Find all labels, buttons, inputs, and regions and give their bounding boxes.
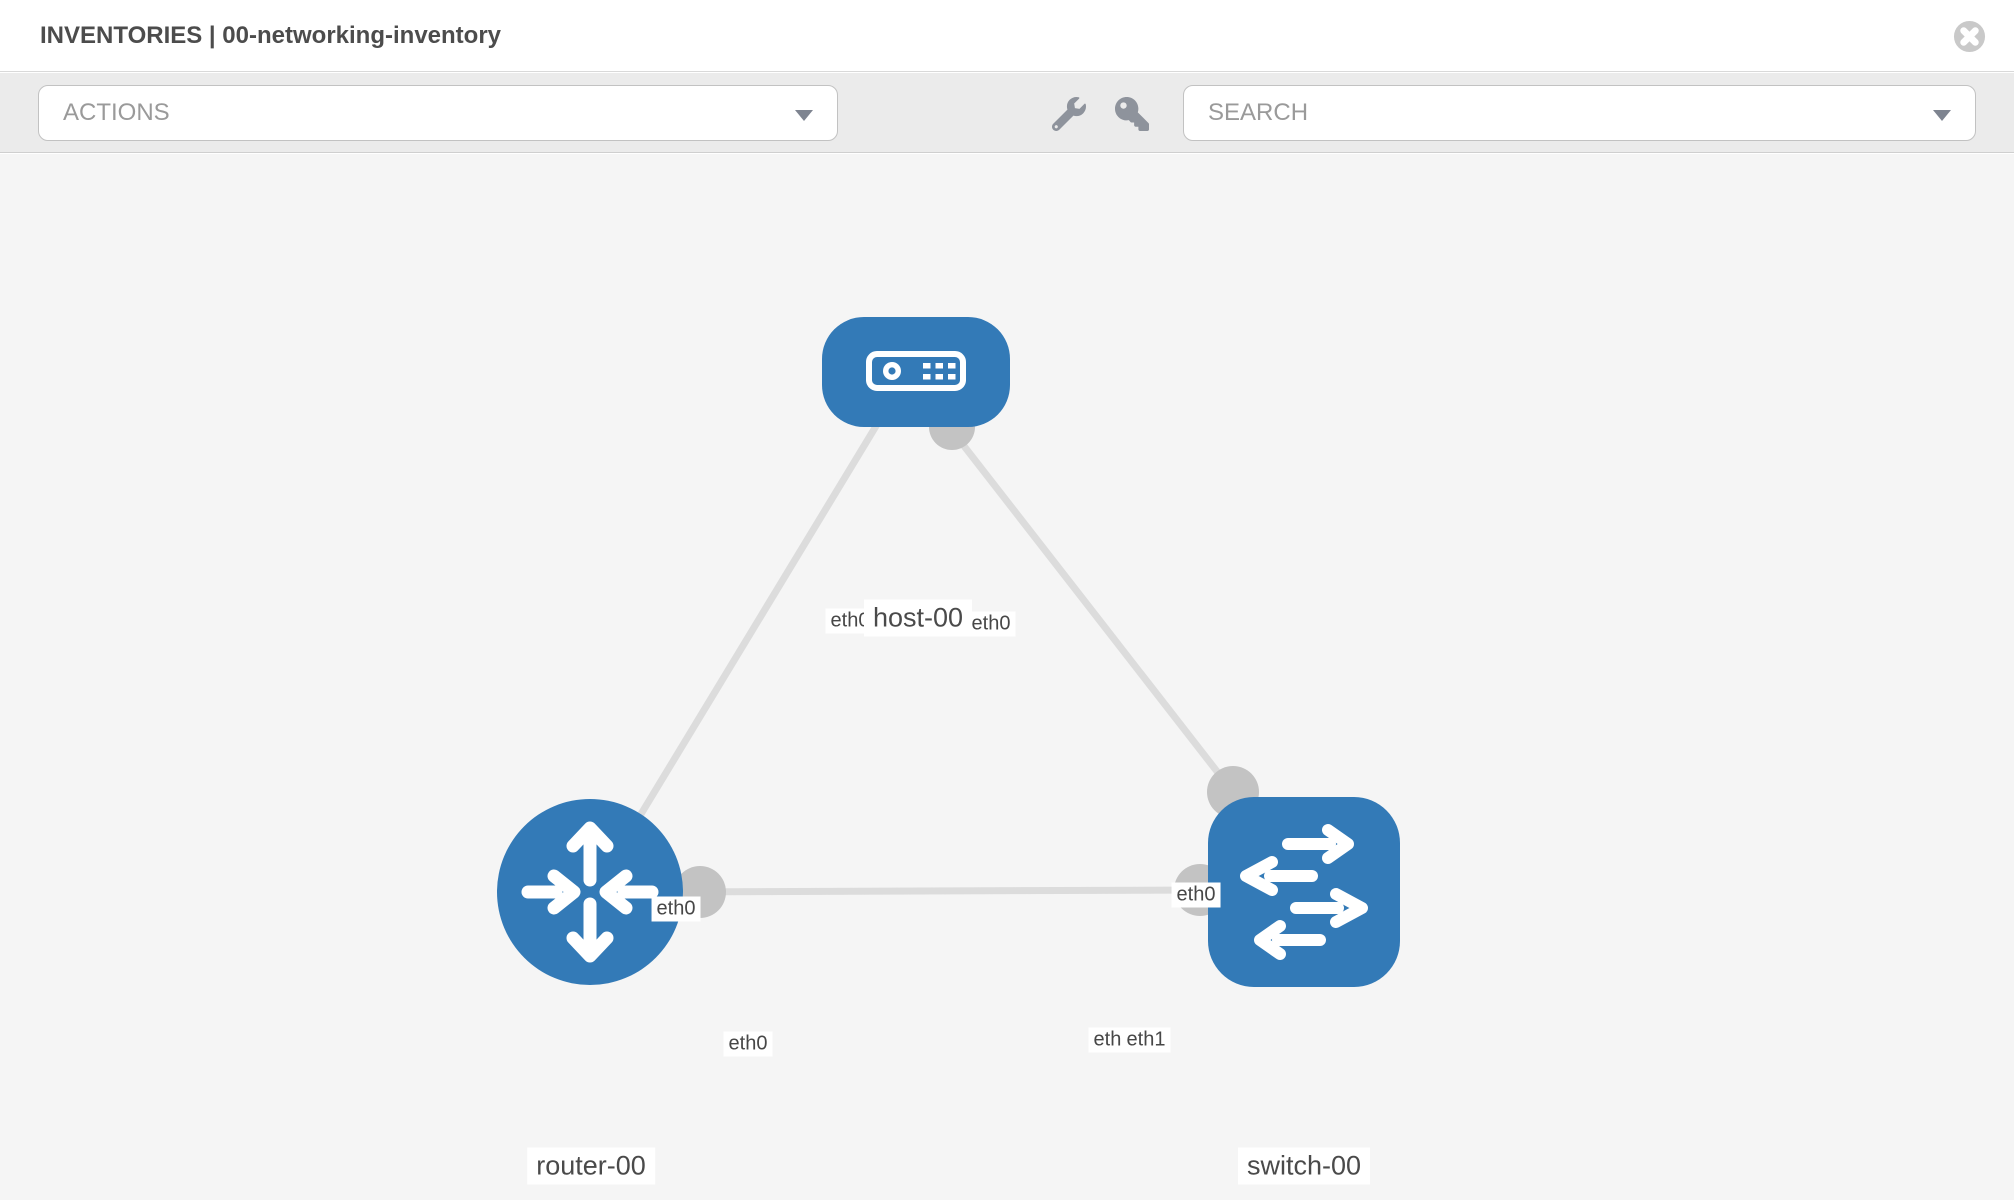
search-dropdown-label: SEARCH [1208,99,1309,126]
search-dropdown[interactable]: SEARCH [1183,85,1976,141]
toolbar: ACTIONS SEARCH [0,73,2014,153]
link-router-switch[interactable] [654,886,1206,896]
interface-label: eth0 [1171,882,1221,908]
node-label-router: router-00 [527,1147,655,1185]
node-router-00[interactable] [497,799,683,985]
host-icon [866,351,966,391]
interface-label: eth1 [1121,1027,1171,1053]
key-icon[interactable] [1115,97,1149,131]
wrench-icon[interactable] [1051,97,1086,132]
interface-label: eth0 [966,611,1016,637]
router-icon [521,821,659,963]
links [609,396,1236,896]
link-host-switch[interactable] [947,425,1236,795]
actions-dropdown[interactable]: ACTIONS [38,85,838,141]
actions-dropdown-label: ACTIONS [63,99,170,126]
interface-connectors [674,404,1259,918]
close-icon[interactable] [1953,20,1986,53]
page-title: INVENTORIES | 00-networking-inventory [40,21,502,49]
chevron-down-icon [795,110,813,121]
topology-diagram [497,317,1400,987]
interface-label: eth0 [651,896,701,922]
node-switch-00[interactable] [1208,797,1400,987]
header: INVENTORIES | 00-networking-inventory [0,0,2014,72]
switch-icon [1240,824,1368,960]
node-host-00[interactable] [822,317,1010,427]
chevron-down-icon [1933,110,1951,121]
link-host-router[interactable] [609,396,896,864]
node-label-switch: switch-00 [1237,1147,1371,1185]
topology-canvas[interactable]: eth0 eth0 eth0 eth0 eth0 eth0 eth1 host-… [0,154,2014,1200]
interface-label: eth0 [723,1031,773,1057]
node-label-host: host-00 [863,599,973,637]
